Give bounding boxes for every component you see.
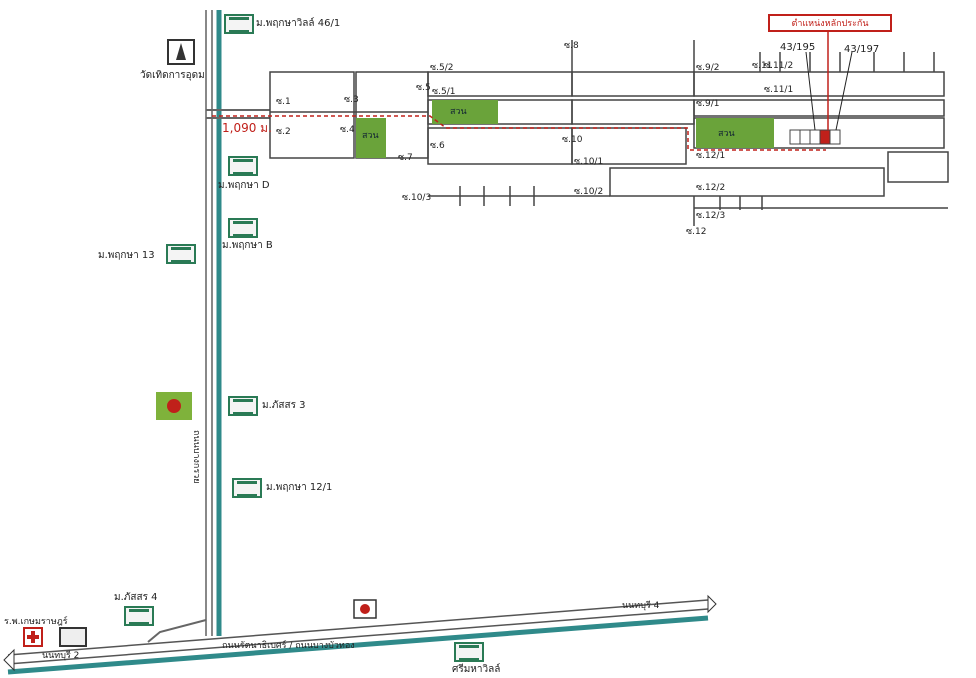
soi-7: ซ.7 bbox=[398, 153, 413, 163]
place-ps3: ม.ภัสสร 3 bbox=[262, 400, 306, 411]
plot-label-left: 43/195 bbox=[780, 42, 816, 53]
connector-road bbox=[206, 109, 270, 119]
soi-10-2: ซ.10/2 bbox=[574, 187, 604, 197]
hospital-icon bbox=[23, 627, 43, 647]
soi-5-2: ซ.5/2 bbox=[430, 63, 454, 73]
village-icon bbox=[228, 218, 258, 238]
highway bbox=[3, 594, 717, 675]
place-p12-1: ม.พฤกษา 12/1 bbox=[266, 482, 333, 493]
park-label-1: สวน bbox=[450, 107, 467, 117]
temple-icon bbox=[167, 39, 195, 65]
soi-2: ซ.2 bbox=[276, 127, 291, 137]
highway-label: ถนนรัตนาธิเบศร์ / ถนนบางบัวทอง bbox=[222, 641, 355, 651]
place-pB: ม.พฤกษา B bbox=[222, 240, 273, 251]
village-icon bbox=[224, 14, 254, 34]
soi-5-1: ซ.5/1 bbox=[432, 87, 456, 97]
highway-lower-label: นนทบุรี 2 bbox=[42, 651, 80, 661]
soi-12: ซ.12 bbox=[686, 227, 707, 237]
soi-11: ซ.11 bbox=[752, 61, 773, 71]
park-block-1 bbox=[432, 100, 498, 124]
place-p13: ม.พฤกษา 13 bbox=[98, 250, 155, 261]
soi-12-1: ซ.12/1 bbox=[696, 151, 726, 161]
place-sriwilai: ศรีมหาวิลล์ bbox=[452, 664, 501, 675]
gas-station-icon bbox=[353, 599, 377, 619]
main-road-label: ถนนบางกรวย bbox=[191, 430, 201, 484]
village-icon bbox=[166, 244, 196, 264]
park-block-2 bbox=[356, 118, 386, 158]
village-icon bbox=[124, 606, 154, 626]
soi-9-1: ซ.9/1 bbox=[696, 99, 720, 109]
route-path bbox=[212, 115, 826, 151]
soi-4: ซ.4 bbox=[340, 125, 355, 135]
soi-1: ซ.1 bbox=[276, 97, 291, 107]
street-grid bbox=[269, 40, 949, 226]
soi-12-3: ซ.12/3 bbox=[696, 211, 726, 221]
plot-leader-lines bbox=[805, 51, 853, 131]
park-label-2: สวน bbox=[362, 131, 379, 141]
soi-11-1: ซ.11/1 bbox=[764, 85, 794, 95]
soi-10-3: ซ.10/3 bbox=[402, 193, 432, 203]
soi-11-2: ซ.11/2 bbox=[764, 61, 794, 71]
soi-10-1: ซ.10/1 bbox=[574, 157, 604, 167]
soi-5: ซ.5 bbox=[416, 83, 431, 93]
soi-10: ซ.10 bbox=[562, 135, 583, 145]
village-icon bbox=[228, 396, 258, 416]
place-ps4: ม.ภัสสร 4 bbox=[114, 592, 158, 603]
highway-upper-label: นนทบุรี 4 bbox=[622, 601, 660, 611]
hospital-label: ร.พ.เกษมราษฎร์ bbox=[4, 617, 68, 627]
distance-label: 1,090 ม. bbox=[222, 121, 272, 135]
plot-row bbox=[789, 129, 841, 145]
main-road bbox=[205, 10, 222, 636]
soi-3: ซ.3 bbox=[344, 95, 359, 105]
temple-label: วัดเทิดการอุดม bbox=[140, 70, 205, 81]
place-p46-1: ม.พฤกษาวิลล์ 46/1 bbox=[256, 18, 341, 29]
soi-8: ซ.8 bbox=[564, 41, 579, 51]
soi-9-2: ซ.9/2 bbox=[696, 63, 720, 73]
village-icon bbox=[454, 642, 484, 662]
village-icon bbox=[232, 478, 262, 498]
market-icon bbox=[156, 392, 192, 420]
village-icon bbox=[228, 156, 258, 176]
soi-6: ซ.6 bbox=[430, 141, 445, 151]
building-icon bbox=[59, 627, 87, 647]
plot-label-right: 43/197 bbox=[844, 44, 880, 55]
soi-12-2: ซ.12/2 bbox=[696, 183, 726, 193]
place-pD: ม.พฤกษา D bbox=[218, 180, 270, 191]
park-label-3: สวน bbox=[718, 129, 735, 139]
branch-road bbox=[147, 619, 207, 643]
park-block-3 bbox=[696, 118, 774, 148]
collateral-banner: ตำแหน่งหลักประกัน bbox=[768, 14, 892, 32]
soi-ticks bbox=[459, 52, 935, 210]
